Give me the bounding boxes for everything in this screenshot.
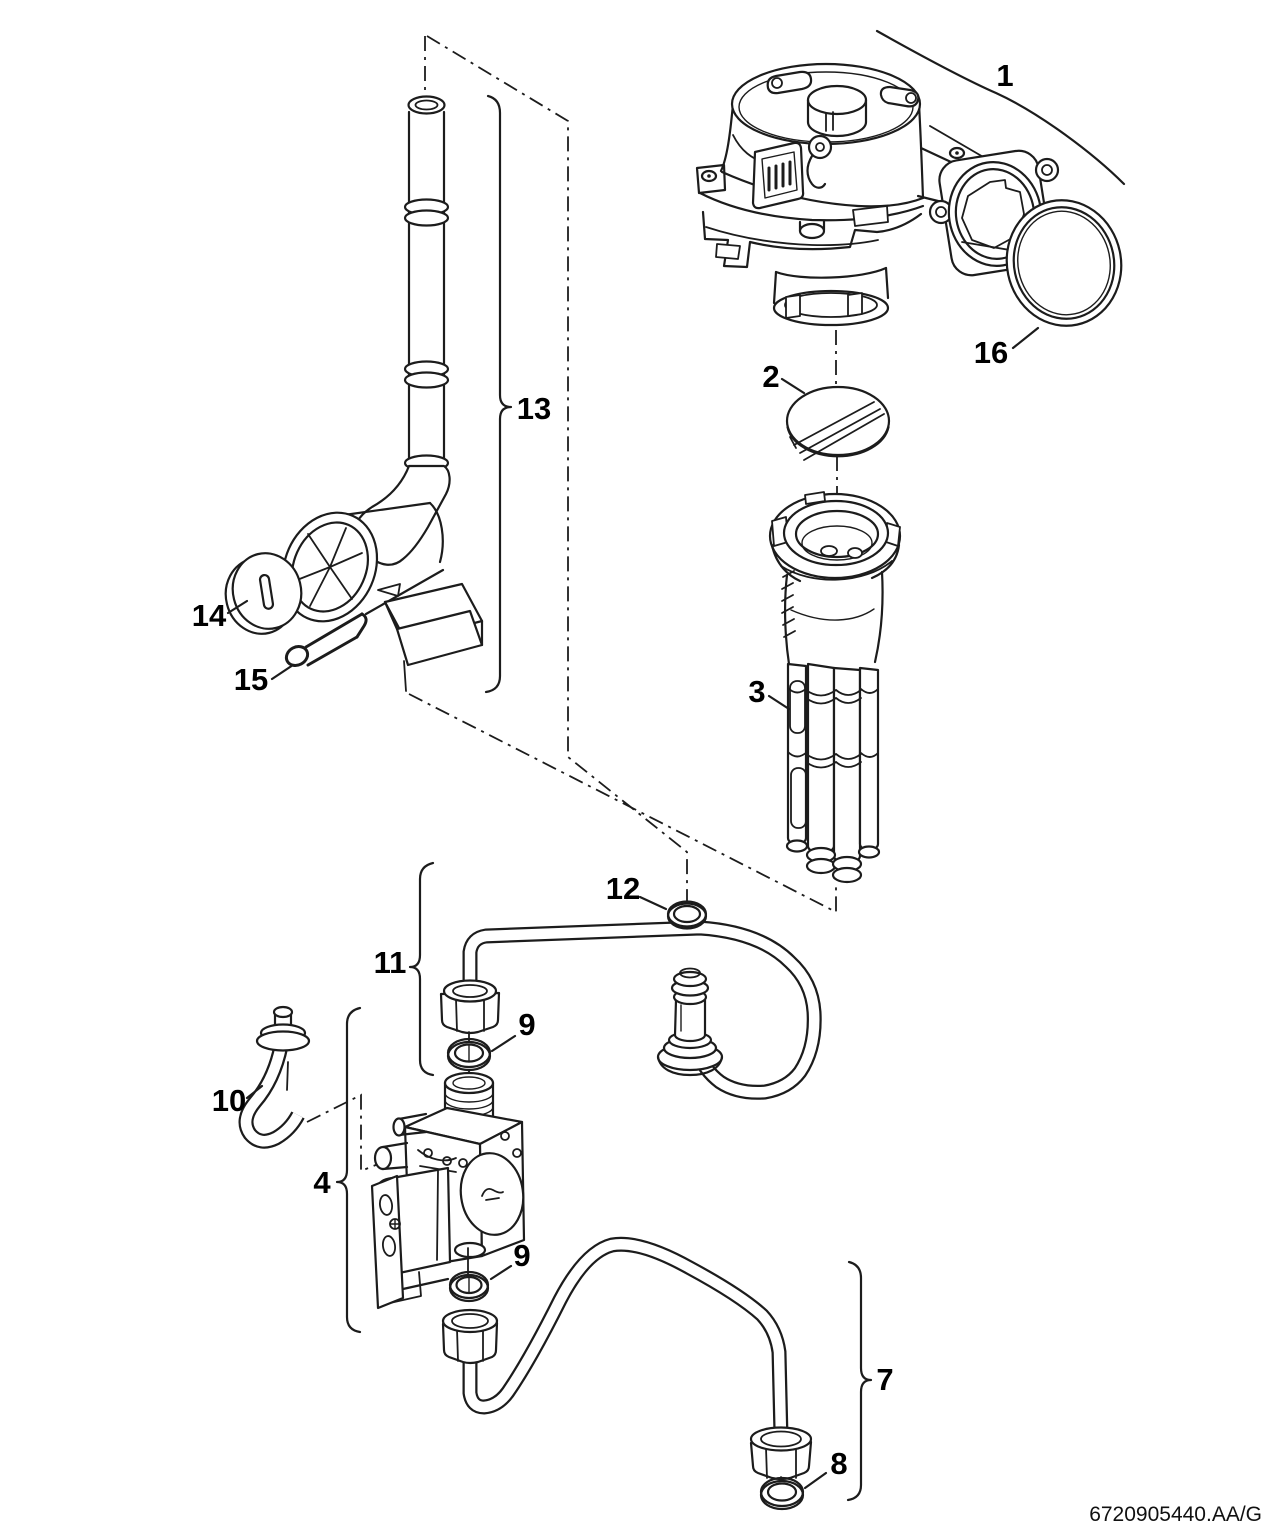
brace-13 <box>484 94 513 694</box>
connector-pins <box>767 160 792 192</box>
callout-4: 4 <box>313 1165 331 1200</box>
union-nut-7-top <box>441 1308 499 1365</box>
bracket-1 <box>875 29 1126 186</box>
callout-8: 8 <box>830 1446 847 1481</box>
brace-4 <box>335 1006 362 1334</box>
callout-15: 15 <box>234 662 268 697</box>
part-10-tube <box>238 1005 311 1149</box>
callout-9b: 9 <box>513 1238 530 1273</box>
part-7-pipe <box>441 1236 813 1490</box>
part-2-cap <box>785 385 891 461</box>
document-code: 6720905440.AA/G <box>1089 1503 1262 1526</box>
part-11-pipe <box>439 920 822 1100</box>
callout-14: 14 <box>192 598 227 633</box>
callout-labels: 1 2 3 4 7 8 9 9 10 11 12 13 14 15 16 <box>192 58 1014 1481</box>
brace-7 <box>846 1260 873 1502</box>
part-16-gasket <box>1005 199 1123 327</box>
callout-7: 7 <box>876 1362 893 1397</box>
part-9-washer-top <box>446 1037 492 1072</box>
part-4-gas-valve <box>370 1071 526 1310</box>
union-nut-11 <box>439 979 501 1035</box>
callout-braces <box>335 29 1126 1502</box>
callout-1: 1 <box>996 58 1013 93</box>
part-1-fan-assembly <box>695 62 986 327</box>
callout-13: 13 <box>517 391 551 426</box>
part-15-clip <box>284 612 368 667</box>
union-nut-7-bottom <box>749 1426 813 1481</box>
callout-9a: 9 <box>518 1007 535 1042</box>
leader-lines <box>226 326 1040 1490</box>
brace-11 <box>408 861 435 1077</box>
callout-2: 2 <box>762 359 779 394</box>
valve-mounting-plate <box>370 1174 405 1310</box>
part-14-cover-disc <box>224 552 303 635</box>
part-9-washer-bottom <box>448 1270 490 1303</box>
part-13-tube-assembly <box>281 95 484 667</box>
callout-3: 3 <box>748 674 765 709</box>
muffler-spokes <box>296 527 363 607</box>
tube-bands <box>787 687 879 769</box>
part-12-oring <box>666 900 708 930</box>
valve-diaphragm-cover <box>459 1152 525 1236</box>
part-3-burner <box>768 491 902 884</box>
callout-16: 16 <box>974 335 1008 370</box>
callout-10: 10 <box>212 1083 246 1118</box>
callout-11: 11 <box>374 945 407 980</box>
part-8-washer <box>759 1476 805 1511</box>
burner-hatch <box>781 570 796 638</box>
callout-12: 12 <box>606 871 640 906</box>
